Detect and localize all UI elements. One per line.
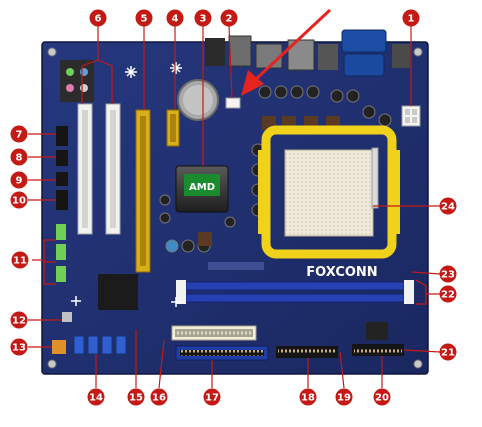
svg-text:12: 12: [12, 316, 26, 327]
callout-3: 3: [194, 9, 212, 27]
callout-13: 13: [10, 338, 28, 356]
sparkle-highlights: [71, 62, 182, 307]
callout-7: 7: [10, 125, 28, 143]
callout-5: 5: [135, 9, 153, 27]
svg-text:13: 13: [12, 343, 26, 354]
callout-1: 1: [402, 9, 420, 27]
svg-text:22: 22: [441, 290, 455, 301]
callout-15: 15: [127, 388, 145, 406]
svg-text:16: 16: [152, 393, 166, 404]
svg-text:11: 11: [13, 256, 27, 267]
callout-17: 17: [203, 388, 221, 406]
callout-12: 12: [10, 311, 28, 329]
bios-chip: [366, 322, 388, 340]
dimm-slots: [176, 280, 414, 304]
callout-18: 18: [299, 388, 317, 406]
rear-io-panel: [205, 29, 410, 77]
svg-text:9: 9: [16, 176, 23, 187]
callout-11: 11: [11, 251, 29, 269]
callout-22: 22: [439, 285, 457, 303]
callout-9: 9: [10, 171, 28, 189]
atx-24pin-connector: [171, 325, 257, 341]
pci-slots: [77, 103, 121, 235]
svg-text:4: 4: [172, 14, 179, 25]
svg-text:24: 24: [441, 202, 455, 213]
pcie-x16-slot: [135, 109, 151, 273]
cpu-fan-header: [225, 97, 241, 109]
svg-text:20: 20: [375, 393, 389, 404]
callout-23: 23: [439, 265, 457, 283]
callout-8: 8: [10, 148, 28, 166]
svg-text:14: 14: [89, 393, 103, 404]
svg-text:7: 7: [16, 130, 23, 141]
callout-20: 20: [373, 388, 391, 406]
callout-19: 19: [335, 388, 353, 406]
highlight-arrow: [241, 8, 332, 96]
callout-2: 2: [220, 9, 238, 27]
cmos-battery: [177, 79, 219, 121]
cpu-socket: [258, 125, 400, 259]
callout-16: 16: [150, 388, 168, 406]
callout-24: 24: [439, 197, 457, 215]
callout-10: 10: [10, 191, 28, 209]
audio-connectors: [60, 60, 94, 102]
callout-4: 4: [166, 9, 184, 27]
chip-logo-text: AMD: [189, 182, 215, 193]
svg-text:19: 19: [337, 393, 351, 404]
callout-leaders: [28, 25, 441, 389]
brand-silkscreen: FOXCONN: [208, 262, 378, 280]
floppy-connector: [276, 346, 338, 358]
svg-text:5: 5: [141, 14, 148, 25]
svg-text:6: 6: [95, 14, 102, 25]
svg-text:8: 8: [16, 153, 23, 164]
atx-12v-connector: [401, 105, 421, 127]
callout-6: 6: [89, 9, 107, 27]
chipset-heatsink: AMD: [175, 165, 229, 213]
front-panel-header: [352, 344, 404, 356]
svg-text:18: 18: [301, 393, 315, 404]
ide-connector: [175, 345, 269, 361]
brand-name: FOXCONN: [306, 265, 377, 280]
super-io-chip: [98, 274, 138, 310]
callout-markers: 1 2 3 4 5 6 7 8 9 10 11 12 13 14 15 16 1…: [10, 9, 457, 406]
svg-text:2: 2: [226, 14, 233, 25]
pcie-x1-slot: [166, 109, 180, 147]
svg-text:17: 17: [205, 393, 219, 404]
svg-text:23: 23: [441, 270, 455, 281]
svg-text:15: 15: [129, 393, 143, 404]
svg-text:3: 3: [200, 14, 207, 25]
callout-14: 14: [87, 388, 105, 406]
svg-text:10: 10: [12, 196, 26, 207]
svg-text:1: 1: [408, 14, 415, 25]
sata-ports: [73, 335, 127, 355]
svg-text:21: 21: [441, 348, 455, 359]
callout-21: 21: [439, 343, 457, 361]
left-headers: [52, 126, 72, 354]
